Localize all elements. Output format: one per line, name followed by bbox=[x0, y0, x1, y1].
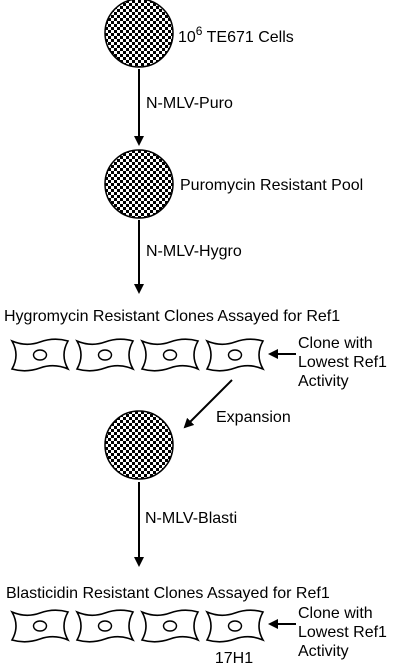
step-expansion-label: Expansion bbox=[216, 409, 291, 426]
start-cells-base: 10 bbox=[178, 29, 196, 46]
puromycin-pool-circle bbox=[104, 149, 174, 219]
step-hygro-label: N-MLV-Hygro bbox=[146, 243, 242, 260]
callout-second: Clone with Lowest Ref1 Activity bbox=[298, 605, 391, 660]
callout-first-line: Clone with bbox=[298, 335, 373, 352]
puromycin-pool-label: Puromycin Resistant Pool bbox=[180, 177, 363, 194]
blasti-clone-cell bbox=[141, 609, 199, 643]
callout-second-line: Activity bbox=[298, 643, 349, 660]
blasti-selected-clone-cell bbox=[206, 609, 264, 643]
clone-17h1-label: 17H1 bbox=[215, 650, 253, 667]
hygromycin-row-title: Hygromycin Resistant Clones Assayed for … bbox=[4, 308, 340, 325]
start-cells-circle bbox=[104, 0, 174, 68]
expanded-clone-circle bbox=[104, 410, 174, 480]
hygro-clone-cell bbox=[141, 338, 199, 372]
step-puro-label: N-MLV-Puro bbox=[146, 95, 233, 112]
callout-first: Clone with Lowest Ref1 Activity bbox=[298, 335, 391, 390]
callout-second-line: Lowest Ref1 bbox=[298, 624, 387, 641]
arrow-expansion bbox=[183, 379, 233, 429]
blasticidin-row-title: Blasticidin Resistant Clones Assayed for… bbox=[6, 585, 330, 602]
hygro-clone-cell bbox=[11, 338, 69, 372]
callout-second-line: Clone with bbox=[298, 605, 373, 622]
callout-first-line: Lowest Ref1 bbox=[298, 354, 387, 371]
step-blasti-label: N-MLV-Blasti bbox=[145, 510, 237, 527]
start-cells-label: 106 TE671 Cells bbox=[178, 24, 294, 46]
hygro-clone-cell bbox=[76, 338, 134, 372]
blasti-clone-cell bbox=[76, 609, 134, 643]
start-cells-text: TE671 Cells bbox=[202, 29, 293, 46]
callout-first-line: Activity bbox=[298, 373, 349, 390]
start-cells-exponent: 6 bbox=[196, 24, 203, 38]
hygro-selected-clone-cell bbox=[206, 338, 264, 372]
blasti-clone-cell bbox=[11, 609, 69, 643]
